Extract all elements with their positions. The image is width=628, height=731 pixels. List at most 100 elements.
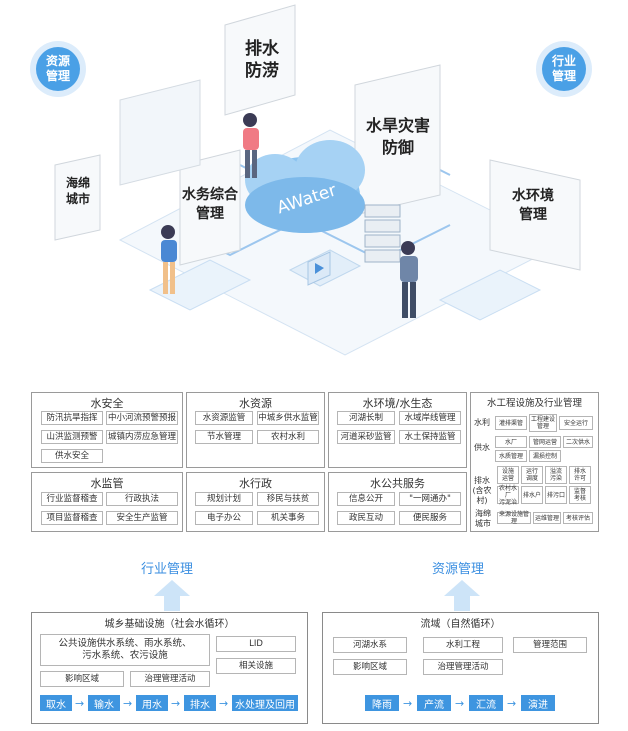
water-ecology-box: 水环境/水生态 河湖长制 水域岸线管理 河道采砂监管 水土保持监管 (328, 392, 467, 468)
row-label-shuili: 水利 (474, 418, 490, 427)
water-public-item: 政民互动 (337, 511, 395, 525)
urban-impact-area: 影响区域 (40, 671, 124, 687)
shuili-item: 安全运行 (559, 416, 593, 430)
water-resources-item: 节水管理 (195, 430, 253, 444)
isometric-illustration: 资源 管理 行业 管理 排水 防涝 海绵 城市 水旱灾害 防御 水务综合 管理 … (36, 4, 586, 356)
industry-up-arrow-icon (154, 580, 190, 611)
water-public-item: 信息公开 (337, 492, 395, 506)
drainage-panel-label: 排水 防涝 (245, 39, 279, 81)
shuili-item: 工程建设 管理 (529, 414, 557, 432)
urban-lid: LID (216, 636, 296, 652)
water-resources-item: 农村水利 (257, 430, 319, 444)
paishui-item: 排水户 (521, 486, 543, 504)
engineering-facilities-box: 水工程设施及行业管理 水利 灌排渠管 工程建设 管理 安全运行 供水 水厂 管网… (470, 392, 599, 532)
urban-governance: 治理管理活动 (130, 671, 210, 687)
water-ecology-item: 河湖长制 (337, 411, 395, 425)
basin-governance: 治理管理活动 (423, 659, 503, 675)
haimian-item: 来源设施管理 (497, 511, 531, 525)
basin-hydraulic-works: 水利工程 (423, 637, 503, 653)
water-supervision-box: 水监管 行业监督稽查 行政执法 项目监督稽查 安全生产监管 (31, 472, 183, 532)
water-supervision-item: 安全生产监管 (106, 511, 178, 525)
paishui-item: 排污口 (545, 486, 567, 504)
water-safety-title: 水安全 (90, 397, 124, 410)
resource-management-circle: 资源 管理 (36, 47, 80, 91)
water-supervision-title: 水监管 (90, 477, 124, 490)
water-resources-item: 中城乡供水监管 (257, 411, 319, 425)
row-label-paishui: 排水 (含农村) (472, 476, 492, 505)
resource-up-arrow-icon (444, 580, 480, 611)
flow-arrow-icon: → (171, 697, 181, 710)
paishui-item: 排水 许可 (569, 466, 591, 484)
flow-arrow-icon: → (507, 697, 517, 710)
illustration-graphic (54, 4, 581, 356)
water-safety-item: 中小河流预警预报 (106, 411, 178, 425)
gongshui-item: 水质管理 (495, 450, 527, 462)
water-admin-item: 移民与扶贫 (257, 492, 319, 506)
basin-flow-step: 产流 (417, 695, 451, 711)
paishui-item: 溢流 污染 (545, 466, 567, 484)
industry-management-label: 行业管理 (141, 562, 194, 577)
water-admin-box: 水行政 规划计划 移民与扶贫 电子办公 机关事务 (186, 472, 325, 532)
water-ecology-item: 河道采砂监管 (337, 430, 395, 444)
gongshui-item: 管网运营 (529, 436, 561, 448)
water-supervision-item: 行业监督稽查 (41, 492, 103, 506)
water-environment-panel-label: 水环境 管理 (512, 188, 554, 223)
integrated-water-panel-label: 水务综合 管理 (182, 187, 238, 222)
urban-flow-step: 水处理及回用 (232, 695, 298, 711)
flow-arrow-icon: → (403, 697, 413, 710)
paishui-item: 设施 运营 (497, 466, 519, 484)
gongshui-item: 水厂 (495, 436, 527, 448)
basin-flow-step: 演进 (521, 695, 555, 711)
water-public-item: 便民服务 (399, 511, 461, 525)
urban-systems: 公共设施供水系统、雨水系统、 污水系统、农污设施 (40, 634, 210, 666)
water-public-service-box: 水公共服务 信息公开 "一网通办" 政民互动 便民服务 (328, 472, 467, 532)
basin-flow-step: 汇流 (469, 695, 503, 711)
basin-box: 流域（自然循环） 河湖水系 水利工程 管理范围 影响区域 治理管理活动 降雨 →… (322, 612, 599, 724)
haimian-item: 运维管理 (533, 512, 561, 524)
gongshui-item: 二次供水 (563, 436, 593, 448)
water-ecology-item: 水域岸线管理 (399, 411, 461, 425)
basin-management-scope: 管理范围 (513, 637, 587, 653)
flow-arrow-icon: → (123, 697, 133, 710)
urban-related-facilities: 相关设施 (216, 658, 296, 674)
water-admin-item: 规划计划 (195, 492, 253, 506)
engineering-title: 水工程设施及行业管理 (486, 398, 582, 409)
water-admin-item: 机关事务 (257, 511, 319, 525)
water-safety-item: 山洪监测预警 (41, 430, 103, 444)
water-resources-item: 水资源监管 (195, 411, 253, 425)
water-public-item: "一网通办" (399, 492, 461, 506)
water-supervision-item: 行政执法 (106, 492, 178, 506)
water-supervision-item: 项目监督稽查 (41, 511, 103, 525)
basin-flow-step: 降雨 (365, 695, 399, 711)
water-ecology-title: 水环境/水生态 (362, 397, 433, 410)
industry-management-circle: 行业 管理 (542, 47, 586, 91)
paishui-item: 运行 调度 (521, 466, 543, 484)
resource-management-label: 资源管理 (432, 562, 485, 577)
water-safety-item: 防汛抗旱指挥 (41, 411, 103, 425)
drought-disaster-panel-label: 水旱灾害 防御 (365, 116, 430, 157)
flow-arrow-icon: → (455, 697, 465, 710)
urban-flow-step: 排水 (184, 695, 216, 711)
flow-arrow-icon: → (75, 697, 85, 710)
basin-river-system: 河湖水系 (333, 637, 407, 653)
water-safety-item: 城镇内涝应急管理 (106, 430, 178, 444)
gongshui-item: 漏损控制 (529, 450, 561, 462)
sponge-city-panel-label: 海绵 城市 (65, 176, 90, 206)
haimian-item: 考核评估 (563, 512, 593, 524)
water-public-title: 水公共服务 (370, 477, 425, 490)
water-admin-title: 水行政 (239, 477, 272, 490)
shuili-item: 灌排渠管 (495, 416, 527, 430)
water-safety-item: 供水安全 (41, 449, 103, 463)
urban-flow-step: 输水 (88, 695, 120, 711)
water-resources-title: 水资源 (239, 397, 272, 410)
basin-impact-area: 影响区域 (333, 659, 407, 675)
water-admin-item: 电子办公 (195, 511, 253, 525)
urban-infrastructure-box: 城乡基础设施（社会水循环） 公共设施供水系统、雨水系统、 污水系统、农污设施 影… (31, 612, 308, 724)
paishui-item: 农村水厂 污泥治 (497, 484, 519, 506)
row-label-gongshui: 供水 (474, 443, 490, 452)
paishui-item: 监督 考核 (569, 486, 591, 504)
water-safety-box: 水安全 防汛抗旱指挥 中小河流预警预报 山洪监测预警 城镇内涝应急管理 供水安全 (31, 392, 183, 468)
basin-title: 流域（自然循环） (420, 619, 501, 630)
water-ecology-item: 水土保持监管 (399, 430, 461, 444)
water-resources-box: 水资源 水资源监管 中城乡供水监管 节水管理 农村水利 (186, 392, 325, 468)
